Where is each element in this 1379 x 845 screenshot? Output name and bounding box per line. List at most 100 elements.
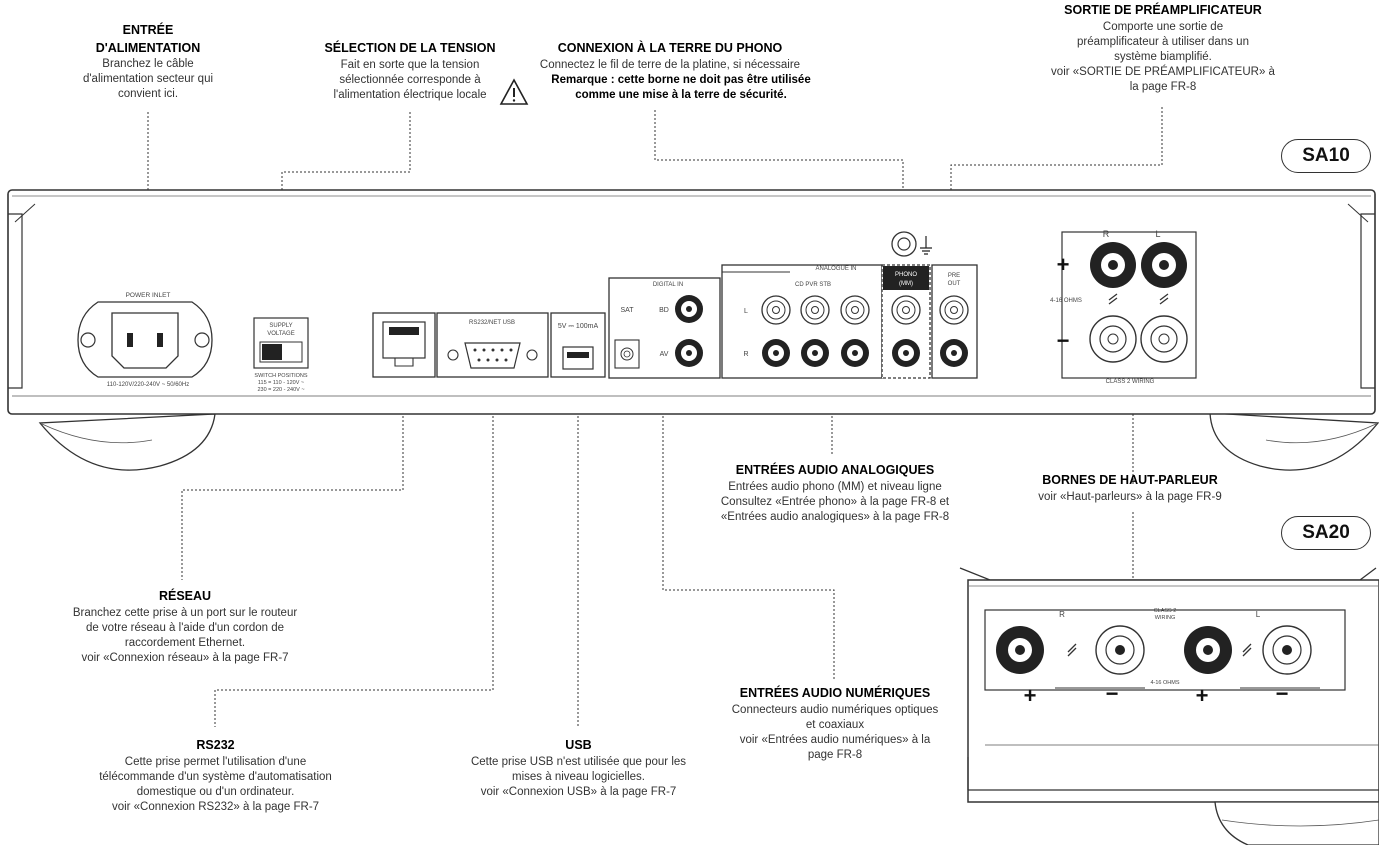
switch-positions-label-2: 115 = 110 - 120V ~ <box>258 380 304 386</box>
supply-voltage-label-2: VOLTAGE <box>267 331 294 337</box>
sa20-class2-label-2: WIRING <box>1155 615 1175 621</box>
callout-line: page FR-8 <box>807 749 863 762</box>
pre-out <box>931 264 978 379</box>
ohms-label: 4-16 OHMS <box>1050 298 1082 304</box>
av-label: AV <box>660 351 669 358</box>
class2-label: CLASS 2 WIRING <box>1106 379 1155 385</box>
power-inlet-label: POWER INLET <box>126 292 171 299</box>
minus-label: − <box>1057 328 1070 353</box>
callout-title: USB <box>565 738 592 752</box>
callout-line: Branchez le câble <box>102 58 194 70</box>
screw-icon <box>80 332 96 348</box>
callout-line: voir «Connexion réseau» à la page FR-7 <box>81 652 289 665</box>
sa20-minus-1: − <box>1106 681 1119 706</box>
sa20-l-label: L <box>1256 610 1261 619</box>
foot-right-sa20 <box>1214 801 1379 845</box>
callout-line: Consultez «Entrée phono» à la page FR-8 … <box>720 495 950 508</box>
rs232-port <box>436 312 549 378</box>
callout-speaker: BORNES DE HAUT-PARLEUR voir «Haut-parleu… <box>1010 472 1250 505</box>
sa20-ohms-label: 4-16 OHMS <box>1150 680 1179 686</box>
callout-line: de votre réseau à l'aide d'un cordon de <box>85 621 285 634</box>
sa20-plus-1: + <box>1024 683 1037 708</box>
spk-r-label: R <box>1103 229 1110 239</box>
callout-line: voir «Connexion USB» à la page FR-7 <box>480 785 677 798</box>
callout-line: d'alimentation secteur qui <box>82 73 214 86</box>
callout-line: l'alimentation électrique locale <box>333 88 487 101</box>
callout-title: ENTRÉES AUDIO ANALOGIQUES <box>735 463 935 477</box>
sa20-r-label: R <box>1059 610 1065 619</box>
callout-line: raccordement Ethernet. <box>124 636 246 649</box>
callout-line: convient ici. <box>117 88 179 101</box>
model-badge-sa20: SA20 <box>1281 516 1371 550</box>
callout-title: BORNES DE HAUT-PARLEUR <box>1042 473 1218 487</box>
callout-title: RS232 <box>196 738 235 752</box>
power-inlet-socket <box>77 301 213 378</box>
callout-title: D'ALIMENTATION <box>95 40 201 55</box>
callout-warning: comme une mise à la terre de sécurité. <box>575 88 787 101</box>
switch-positions-label-3: 230 = 220 - 240V ~ <box>257 387 304 393</box>
phono-input <box>881 264 931 379</box>
ground-symbol-icon <box>920 236 932 255</box>
ground-terminal <box>891 231 932 257</box>
hazard-lightning-icon <box>1108 293 1118 305</box>
supply-voltage-label-1: SUPPLY <box>269 323 292 329</box>
callout-digital: ENTRÉES AUDIO NUMÉRIQUES Connecteurs aud… <box>700 685 970 763</box>
callout-title: ENTRÉES AUDIO NUMÉRIQUES <box>739 686 931 700</box>
foot-right <box>1209 412 1379 471</box>
analogue-inputs <box>721 264 883 379</box>
sa20-class2-label-1: CLASS 2 <box>1154 608 1177 614</box>
callout-line: Cette prise permet l'utilisation d'une <box>124 755 307 768</box>
callout-voltage: SÉLECTION DE LA TENSION Fait en sorte qu… <box>285 40 535 103</box>
pre-out-label-1: PRE <box>948 273 960 279</box>
digital-in-label: DIGITAL IN <box>653 282 683 288</box>
callout-line: voir «Haut-parleurs» à la page FR-9 <box>1038 490 1222 503</box>
analogue-in-label: ANALOGUE IN <box>815 266 856 272</box>
callout-line: Connecteurs audio numériques optiques <box>731 703 939 716</box>
hazard-lightning-icon <box>1159 293 1169 305</box>
callout-line: Fait en sorte que la tension <box>340 58 480 71</box>
callout-title: SORTIE DE PRÉAMPLIFICATEUR <box>1064 3 1262 17</box>
usb-port <box>550 312 606 378</box>
rca-row-right <box>762 339 869 367</box>
callout-phono-ground: CONNEXION À LA TERRE DU PHONO Connectez … <box>505 40 835 103</box>
sa20-chassis <box>959 567 1379 845</box>
foot-left <box>38 413 216 471</box>
callout-line: voir «SORTIE DE PRÉAMPLIFICATEUR» à <box>1051 66 1275 79</box>
hazard-lightning-icon <box>1067 643 1077 657</box>
hazard-lightning-icon <box>1242 643 1252 657</box>
callout-analog: ENTRÉES AUDIO ANALOGIQUES Entrées audio … <box>690 462 980 525</box>
callout-line: mises à niveau logicielles. <box>512 770 645 783</box>
callout-line: sélectionnée corresponde à <box>339 73 481 86</box>
spk-l-label: L <box>1155 229 1160 239</box>
callout-warning: Remarque : cette borne ne doit pas être … <box>551 73 811 86</box>
pin-icon <box>127 333 133 347</box>
callout-line: «Entrées audio analogiques» à la page FR… <box>720 510 950 523</box>
callout-line: la page FR-8 <box>1129 81 1197 94</box>
callout-line: système biamplifié. <box>1114 50 1212 63</box>
ethernet-port <box>372 312 436 378</box>
callout-title: RÉSEAU <box>158 589 212 603</box>
leader-rs232 <box>214 380 494 727</box>
callout-line: Cette prise USB n'est utilisée que pour … <box>470 755 687 768</box>
warning-triangle-icon <box>499 78 529 105</box>
l-label: L <box>744 308 748 315</box>
speaker-terminals-sa10 <box>1061 231 1197 379</box>
callout-preamp: SORTIE DE PRÉAMPLIFICATEUR Comporte une … <box>1028 2 1298 95</box>
callout-power-inlet: ENTRÉE D'ALIMENTATION Branchez le câble … <box>58 22 238 103</box>
leader-network <box>181 380 404 580</box>
callout-title: ENTRÉE <box>122 23 174 37</box>
leader-phono-ground <box>654 110 904 215</box>
sat-label: SAT <box>620 307 634 314</box>
model-badge-sa10: SA10 <box>1281 139 1371 173</box>
callout-line: voir «Connexion RS232» à la page FR-7 <box>111 801 320 814</box>
pre-out-label-2: OUT <box>948 281 961 287</box>
switch-positions-label-1: SWITCH POSITIONS <box>254 373 308 379</box>
callout-title: SÉLECTION DE LA TENSION <box>324 41 496 55</box>
panel-labels: POWER INLET 110-120V/220-240V ~ 50/60Hz … <box>107 229 1289 708</box>
power-rating-label: 110-120V/220-240V ~ 50/60Hz <box>107 382 189 388</box>
phono-label-1: PHONO <box>895 272 917 278</box>
screw-icon <box>194 332 210 348</box>
cd-pvr-stb-label: CD PVR STB <box>795 282 831 288</box>
plus-label: + <box>1057 252 1070 277</box>
